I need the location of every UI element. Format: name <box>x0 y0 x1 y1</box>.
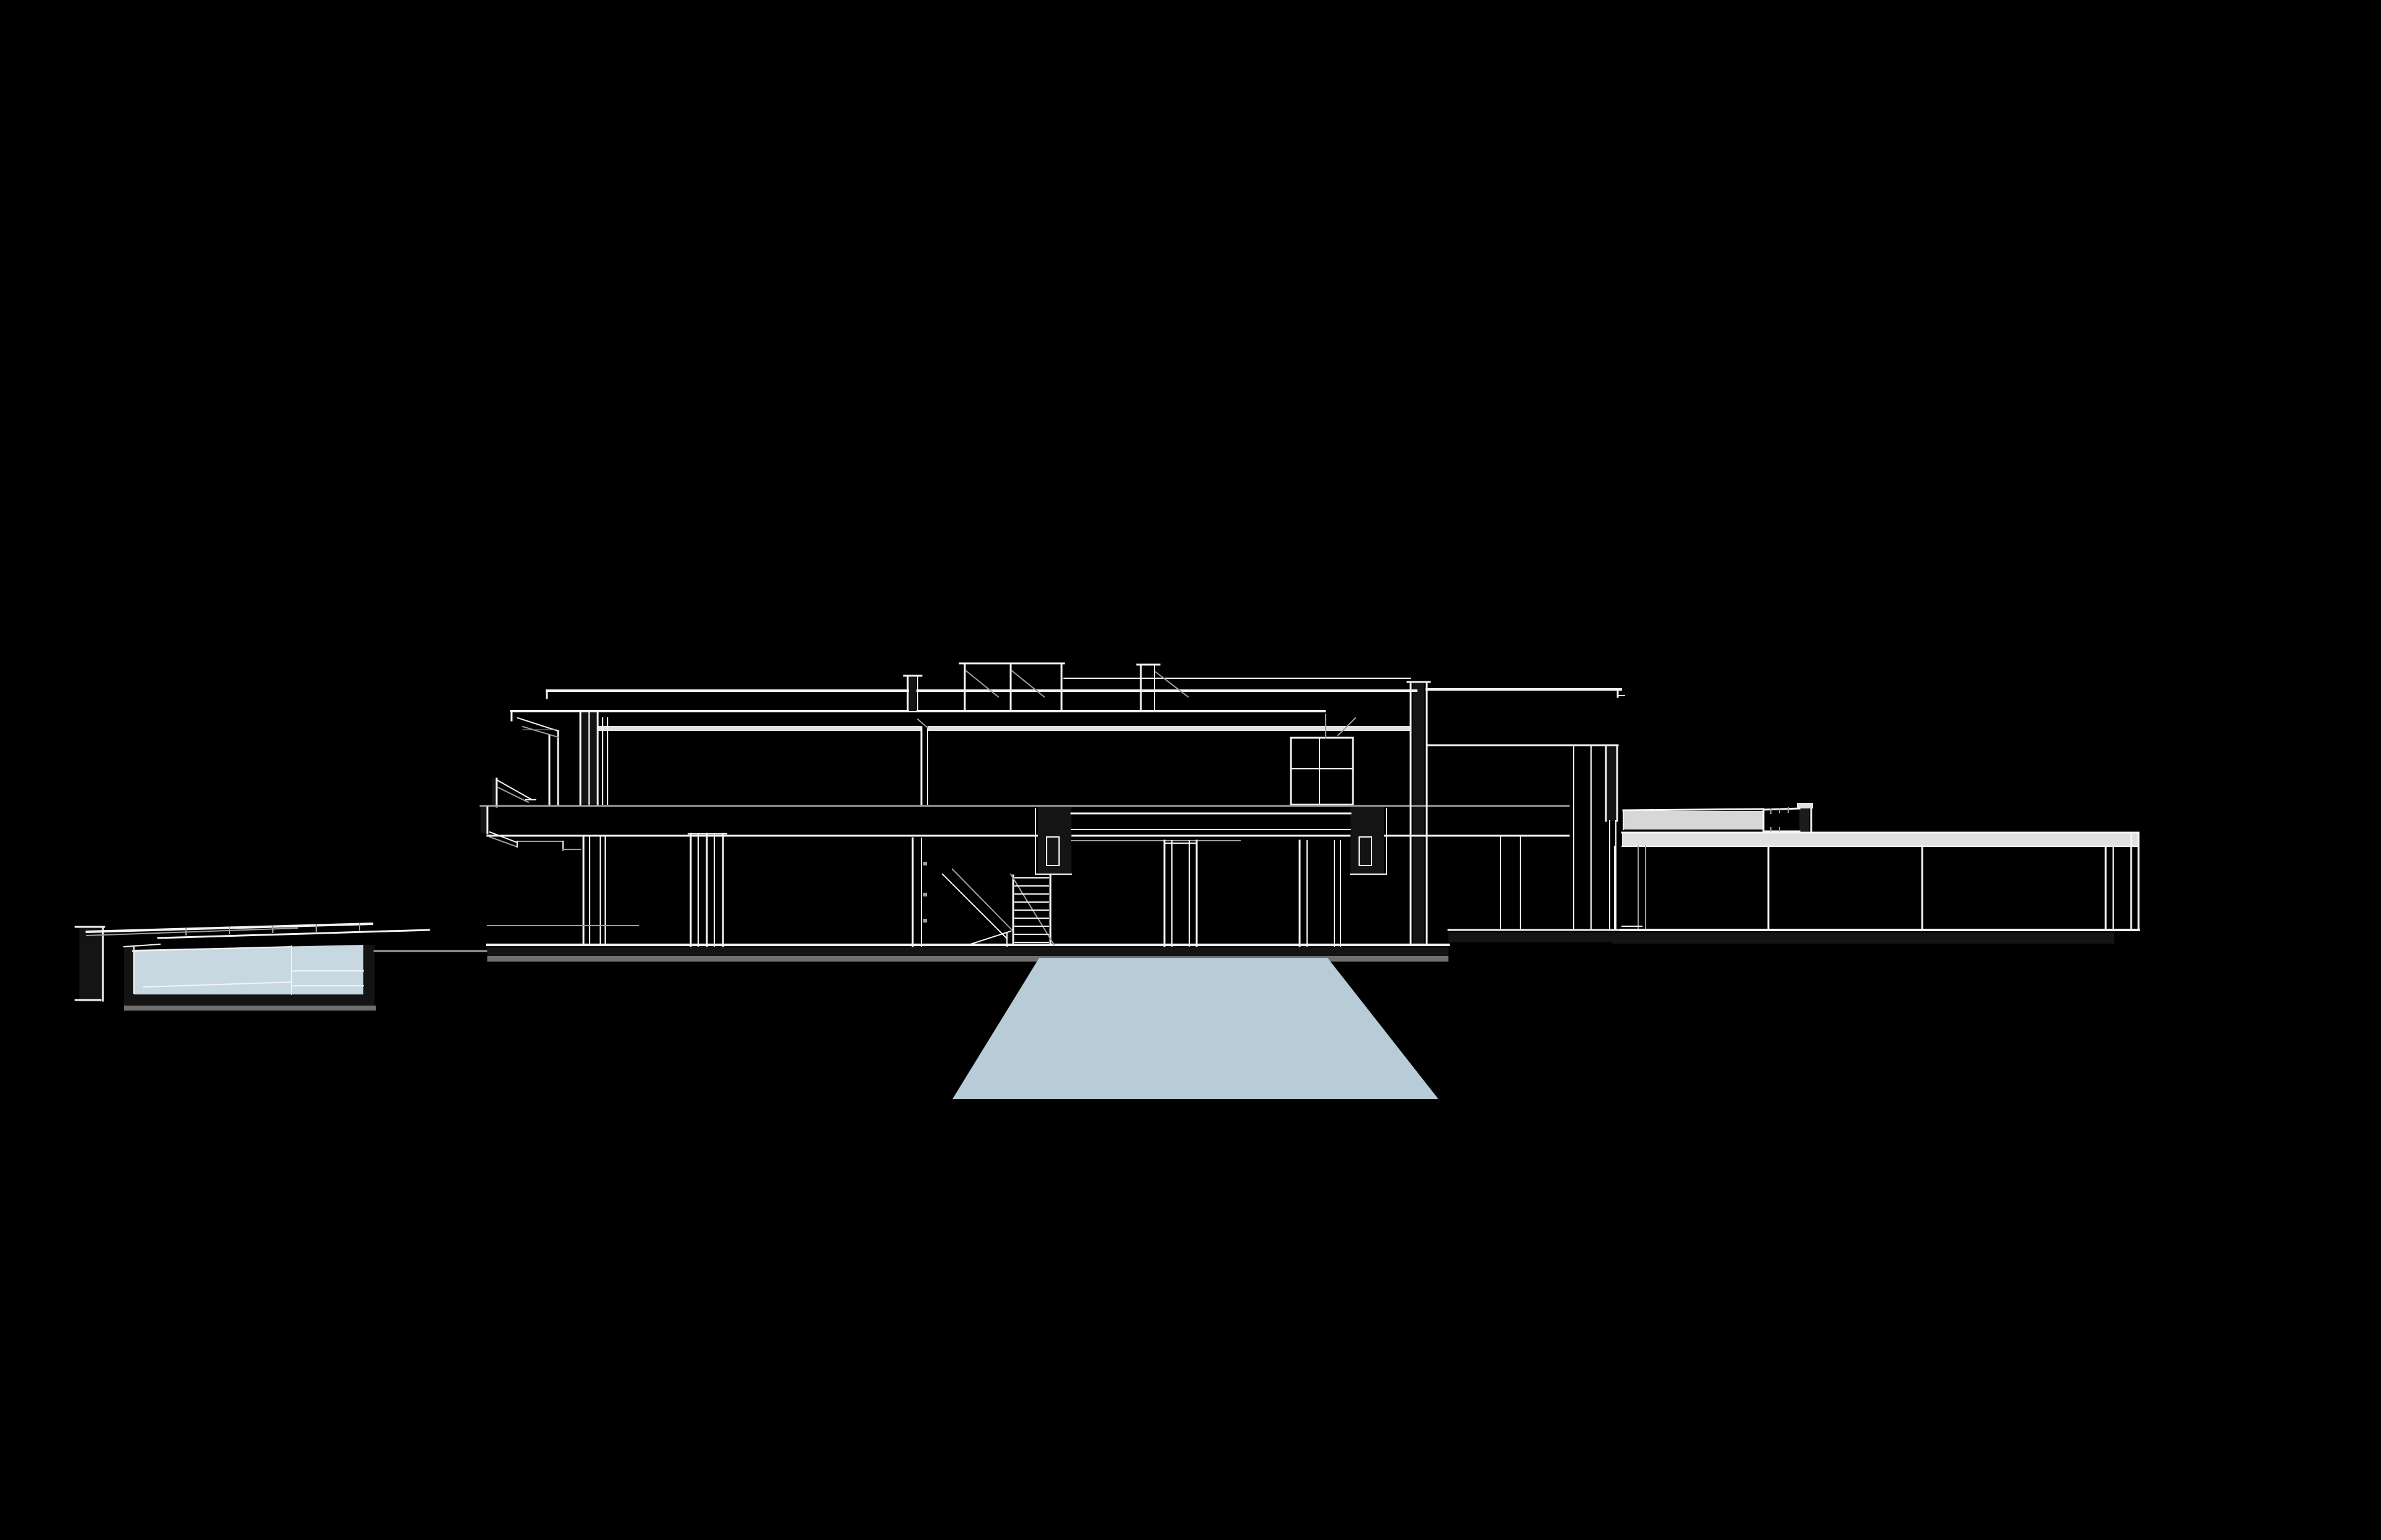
section-rect <box>923 919 927 923</box>
section-line <box>1337 717 1357 737</box>
section-rect <box>487 947 1448 956</box>
section-rect <box>1359 836 1372 866</box>
entry-porch <box>941 807 1387 947</box>
section-rect <box>1622 833 2139 846</box>
section-line <box>951 868 1013 931</box>
section-rect <box>1448 932 1621 942</box>
section-fill-shape <box>952 958 1439 1099</box>
section-line <box>497 779 533 801</box>
section-rect <box>1799 808 1809 831</box>
section-rect <box>79 926 104 1002</box>
section-line <box>967 930 1012 946</box>
section-line <box>521 725 559 738</box>
section-line <box>86 927 299 937</box>
section-line <box>131 945 293 952</box>
section-line <box>123 943 161 948</box>
section-line <box>941 873 1008 940</box>
section-rect <box>481 807 487 833</box>
section-rect <box>124 946 134 1006</box>
pool-terrace <box>74 922 489 1011</box>
section-line <box>489 831 518 844</box>
section-rect <box>124 994 375 1006</box>
section-rect <box>1290 737 1354 806</box>
section-rect <box>363 945 375 1006</box>
section-rect <box>1046 836 1060 866</box>
section-line <box>489 836 518 848</box>
section-rect <box>923 893 927 896</box>
section-line <box>1011 670 1045 698</box>
section-line <box>1762 807 1801 811</box>
section-rect <box>596 726 921 731</box>
section-rect <box>1038 807 1071 875</box>
driveway-light-trapezoid <box>952 958 1439 1099</box>
section-line <box>965 670 1000 698</box>
section-line <box>1155 671 1189 698</box>
section-rect <box>1350 807 1384 875</box>
section-line <box>157 929 430 939</box>
main-house <box>479 681 1570 962</box>
section-rect <box>124 1006 376 1011</box>
east-wing <box>1612 803 2140 944</box>
section-rect <box>909 677 916 711</box>
section-line <box>143 981 293 988</box>
section-line <box>1622 808 1765 812</box>
section-rect <box>1413 683 1424 945</box>
section-rect <box>1607 746 1616 821</box>
roof-monitor <box>903 662 1411 712</box>
section-rect <box>1797 803 1813 808</box>
middle-glass-volume <box>1425 688 1625 942</box>
section-rect <box>1623 811 1763 830</box>
section-line <box>916 718 929 729</box>
section-fill-shape <box>133 945 363 994</box>
section-rect <box>492 779 497 807</box>
section-rect <box>923 862 927 865</box>
section-rect <box>487 956 1448 962</box>
section-rect <box>928 726 1411 731</box>
section-line <box>497 786 530 803</box>
section-rect <box>1612 932 2114 944</box>
section-line <box>517 717 559 732</box>
